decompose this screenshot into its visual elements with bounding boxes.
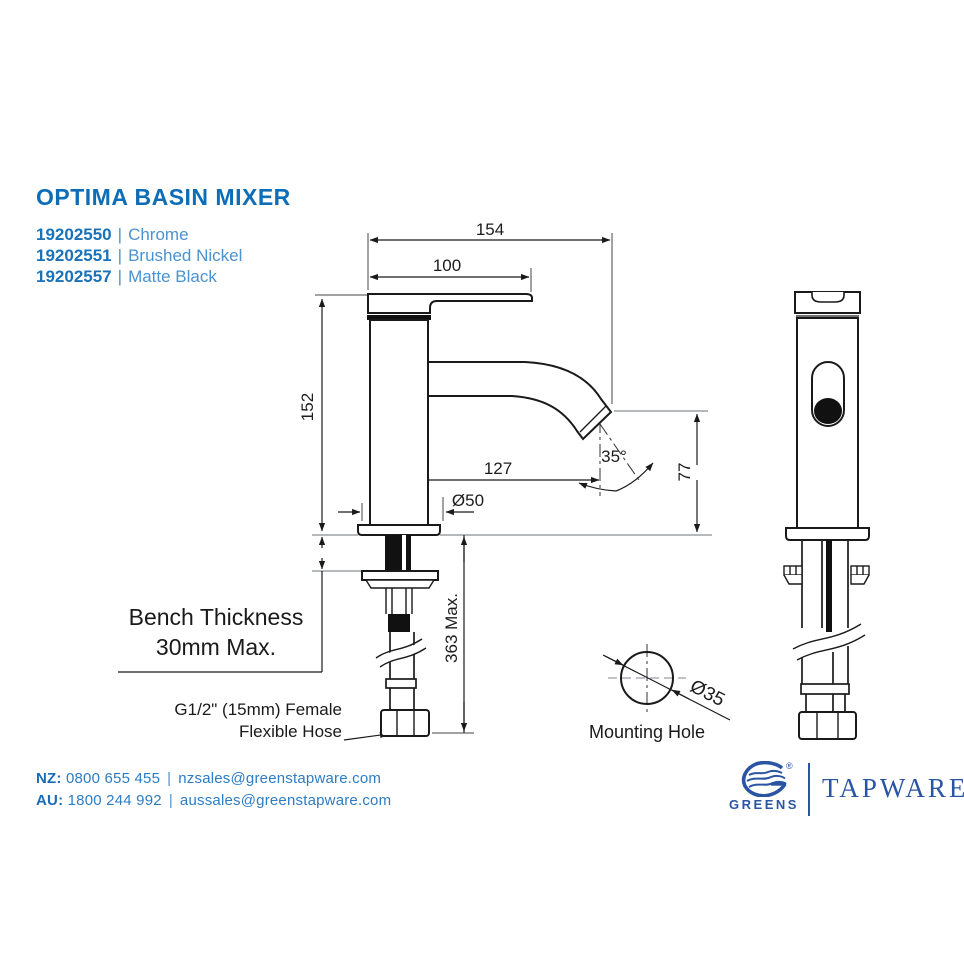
- nz-email: nzsales@greenstapware.com: [178, 770, 382, 787]
- footer-separator: |: [167, 770, 172, 787]
- brand-tapware: TAPWARE: [822, 773, 964, 803]
- hose-label-line2: Flexible Hose: [239, 722, 342, 741]
- variant-row: 19202551 | Brushed Nickel: [36, 245, 242, 266]
- hose-label-line1: G1/2" (15mm) Female: [174, 700, 342, 719]
- brand-greens: GREENS: [729, 797, 799, 812]
- bench-thickness-line2: 30mm Max.: [155, 634, 277, 660]
- dim-base-diameter: Ø50: [451, 491, 485, 510]
- front-view: [783, 291, 870, 740]
- bench-thickness-label: Bench Thickness 30mm Max.: [104, 602, 328, 662]
- extension-lines: [315, 233, 613, 734]
- variant-finish: Matte Black: [128, 267, 217, 286]
- bench-thickness-line1: Bench Thickness: [128, 604, 304, 630]
- au-phone: 1800 244 992: [67, 792, 162, 809]
- dim-outlet-height: 77: [675, 462, 694, 482]
- dim-spout-reach: 127: [483, 459, 513, 478]
- variant-finish: Brushed Nickel: [128, 246, 243, 265]
- dimension-lines: [118, 236, 701, 741]
- footer-contact-nz: NZ: 0800 655 455 | nzsales@greenstapware.c…: [36, 770, 381, 787]
- nz-phone: 0800 655 455: [65, 770, 161, 787]
- footer-contact-au: AU: 1800 244 992 | aussales@greenstapware.…: [36, 792, 391, 809]
- reference-lines: [312, 410, 712, 572]
- variant-row: 19202550 | Chrome: [36, 224, 242, 245]
- nz-label: NZ:: [36, 770, 62, 787]
- footer-separator: |: [168, 792, 173, 809]
- dim-overall-width: 154: [475, 220, 505, 239]
- dim-below-bench-max: 363 Max.: [442, 593, 461, 663]
- side-view: [357, 293, 613, 737]
- au-email: aussales@greenstapware.com: [179, 792, 392, 809]
- au-label: AU:: [36, 792, 64, 809]
- dim-handle-width: 100: [432, 256, 462, 275]
- variant-code: 19202557: [36, 267, 112, 286]
- variant-code: 19202551: [36, 246, 112, 265]
- dim-body-height: 152: [298, 392, 317, 422]
- brand-divider: [808, 763, 810, 816]
- variant-row: 19202557 | Matte Black: [36, 266, 242, 287]
- variant-separator: |: [117, 246, 123, 265]
- mounting-hole-detail: [602, 644, 731, 721]
- variant-code: 19202550: [36, 225, 112, 244]
- page-title: OPTIMA BASIN MIXER: [36, 184, 291, 210]
- variant-separator: |: [117, 267, 123, 286]
- greens-logo-icon: [741, 761, 787, 797]
- mounting-hole-label: Mounting Hole: [588, 722, 706, 742]
- variant-separator: |: [117, 225, 123, 244]
- variant-list: 19202550|Chrome 19202551|Brushed Nickel …: [36, 224, 242, 287]
- registered-mark: ®: [786, 761, 793, 771]
- variant-finish: Chrome: [128, 225, 189, 244]
- centerlines: [398, 420, 642, 562]
- flexible-hose-label: G1/2" (15mm) Female Flexible Hose: [140, 699, 342, 743]
- dim-spout-angle: 35°: [601, 447, 627, 466]
